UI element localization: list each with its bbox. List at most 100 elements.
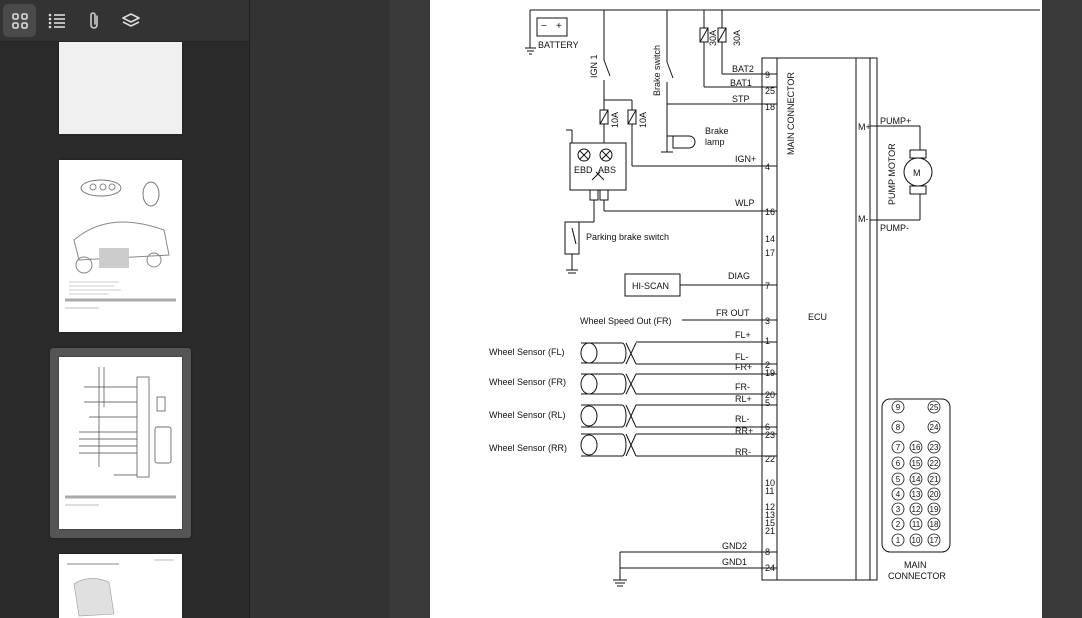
parking-brake-label: Parking brake switch xyxy=(586,232,669,242)
svg-text:+: + xyxy=(556,21,562,32)
connector-pin-number: 20 xyxy=(930,490,939,499)
connector-pin xyxy=(891,487,905,501)
attachments-button[interactable] xyxy=(77,4,110,37)
connector-pin-number: 21 xyxy=(930,475,939,484)
pin-number: 6 xyxy=(765,422,770,432)
pin-number: 13 xyxy=(765,510,775,520)
connector-pin xyxy=(927,502,941,516)
main-connector-label: CONNECTOR xyxy=(888,571,946,581)
connector-pin-number: 2 xyxy=(896,520,901,529)
signal-label: FR OUT xyxy=(716,308,750,318)
wiring-diagram: − + BATTERY IGN 1 Brake switch 30A 30A 1… xyxy=(489,9,1040,587)
page-thumbnail-current[interactable] xyxy=(59,357,182,529)
brake-switch-label: Brake switch xyxy=(652,45,662,96)
pin-number: 17 xyxy=(765,248,775,258)
signal-label: BAT1 xyxy=(730,78,752,88)
thumbnails-button[interactable] xyxy=(3,4,36,37)
outline-button[interactable] xyxy=(40,4,73,37)
pin-number: 22 xyxy=(765,454,775,464)
pump-plus-label: PUMP+ xyxy=(880,116,911,126)
connector-pin-number: 14 xyxy=(912,475,921,484)
pin-number: 16 xyxy=(765,207,775,217)
thumbnail-sidebar xyxy=(0,0,250,618)
connector-pin xyxy=(927,517,941,531)
pin-number: 3 xyxy=(765,316,770,326)
wheel-sensor-fr-label: Wheel Sensor (FR) xyxy=(489,377,566,387)
connector-pin-number: 18 xyxy=(930,520,939,529)
fuse-10a-label: 10A xyxy=(638,112,648,128)
signal-label: STP xyxy=(732,94,750,104)
abs-label: ABS xyxy=(598,165,616,175)
connector-pin xyxy=(891,440,905,454)
signal-label: FR- xyxy=(735,382,750,392)
pin-number: 21 xyxy=(765,526,775,536)
brake-lamp-label: lamp xyxy=(705,137,725,147)
connector-pin-number: 3 xyxy=(896,505,901,514)
connector-pin xyxy=(891,456,905,470)
connector-pin xyxy=(909,517,923,531)
page-thumbnail[interactable] xyxy=(59,160,182,332)
signal-label: GND1 xyxy=(722,557,747,567)
signal-label: FR+ xyxy=(735,362,752,372)
pin-number: 25 xyxy=(765,86,775,96)
m-plus-label: M+ xyxy=(858,122,871,132)
thumbnails-grid-icon xyxy=(11,12,28,29)
fuse-30a-label: 30A xyxy=(708,30,718,46)
signal-label: BAT2 xyxy=(732,64,754,74)
pin-number: 20 xyxy=(765,390,775,400)
page-thumbnail[interactable] xyxy=(59,42,182,134)
pin-number: 10 xyxy=(765,478,775,488)
connector-pin xyxy=(927,487,941,501)
connector-pin-number: 10 xyxy=(912,536,921,545)
sidebar-splitter-area xyxy=(250,0,389,618)
connector-pin-number: 9 xyxy=(896,403,901,412)
wheel-speed-out-label: Wheel Speed Out (FR) xyxy=(580,316,672,326)
connector-pin xyxy=(909,487,923,501)
hiscan-label: HI-SCAN xyxy=(632,281,669,291)
signal-label: RR+ xyxy=(735,426,753,436)
connector-pin-number: 16 xyxy=(912,443,921,452)
connector-pin xyxy=(909,533,923,547)
signal-label: FL+ xyxy=(735,330,751,340)
wheel-sensor-rr-label: Wheel Sensor (RR) xyxy=(489,443,567,453)
connector-pin-number: 13 xyxy=(912,490,921,499)
document-viewer[interactable]: − + BATTERY IGN 1 Brake switch 30A 30A 1… xyxy=(389,0,1082,618)
connector-pin xyxy=(909,472,923,486)
signal-label: WLP xyxy=(735,198,755,208)
document-page: − + BATTERY IGN 1 Brake switch 30A 30A 1… xyxy=(430,0,1042,618)
outline-list-icon xyxy=(48,13,65,28)
thumbnail-list[interactable] xyxy=(0,42,249,618)
pin-number: 15 xyxy=(765,518,775,528)
connector-pin-number: 19 xyxy=(930,505,939,514)
connector-pin-number: 15 xyxy=(912,459,921,468)
pin-number: 14 xyxy=(765,234,775,244)
page-thumbnail[interactable] xyxy=(59,554,182,618)
pin-number: 12 xyxy=(765,502,775,512)
pin-number: 4 xyxy=(765,162,770,172)
svg-text:−: − xyxy=(541,21,547,32)
pin-number: 24 xyxy=(765,563,775,573)
connector-pin xyxy=(891,420,905,434)
ecu-label: ECU xyxy=(808,312,827,322)
signal-label: DIAG xyxy=(728,271,750,281)
signal-label: RL- xyxy=(735,414,750,424)
connector-pin xyxy=(927,440,941,454)
pin-number: 2 xyxy=(765,360,770,370)
signal-label: RR- xyxy=(735,447,751,457)
connector-pin-number: 6 xyxy=(896,459,901,468)
connector-pin xyxy=(927,420,941,434)
connector-pin xyxy=(909,502,923,516)
connector-pin xyxy=(927,533,941,547)
layers-button[interactable] xyxy=(114,4,147,37)
brake-lamp-label: Brake xyxy=(705,126,729,136)
pin-number: 23 xyxy=(765,430,775,440)
signal-label: RL+ xyxy=(735,394,752,404)
sidebar-toolbar xyxy=(0,0,249,42)
pin-number: 9 xyxy=(765,70,770,80)
pin-number: 19 xyxy=(765,368,775,378)
battery-label: BATTERY xyxy=(538,40,579,50)
pin-number: 5 xyxy=(765,398,770,408)
wheel-sensor-rl-label: Wheel Sensor (RL) xyxy=(489,410,566,420)
connector-pin xyxy=(927,472,941,486)
signal-label: IGN+ xyxy=(735,154,756,164)
